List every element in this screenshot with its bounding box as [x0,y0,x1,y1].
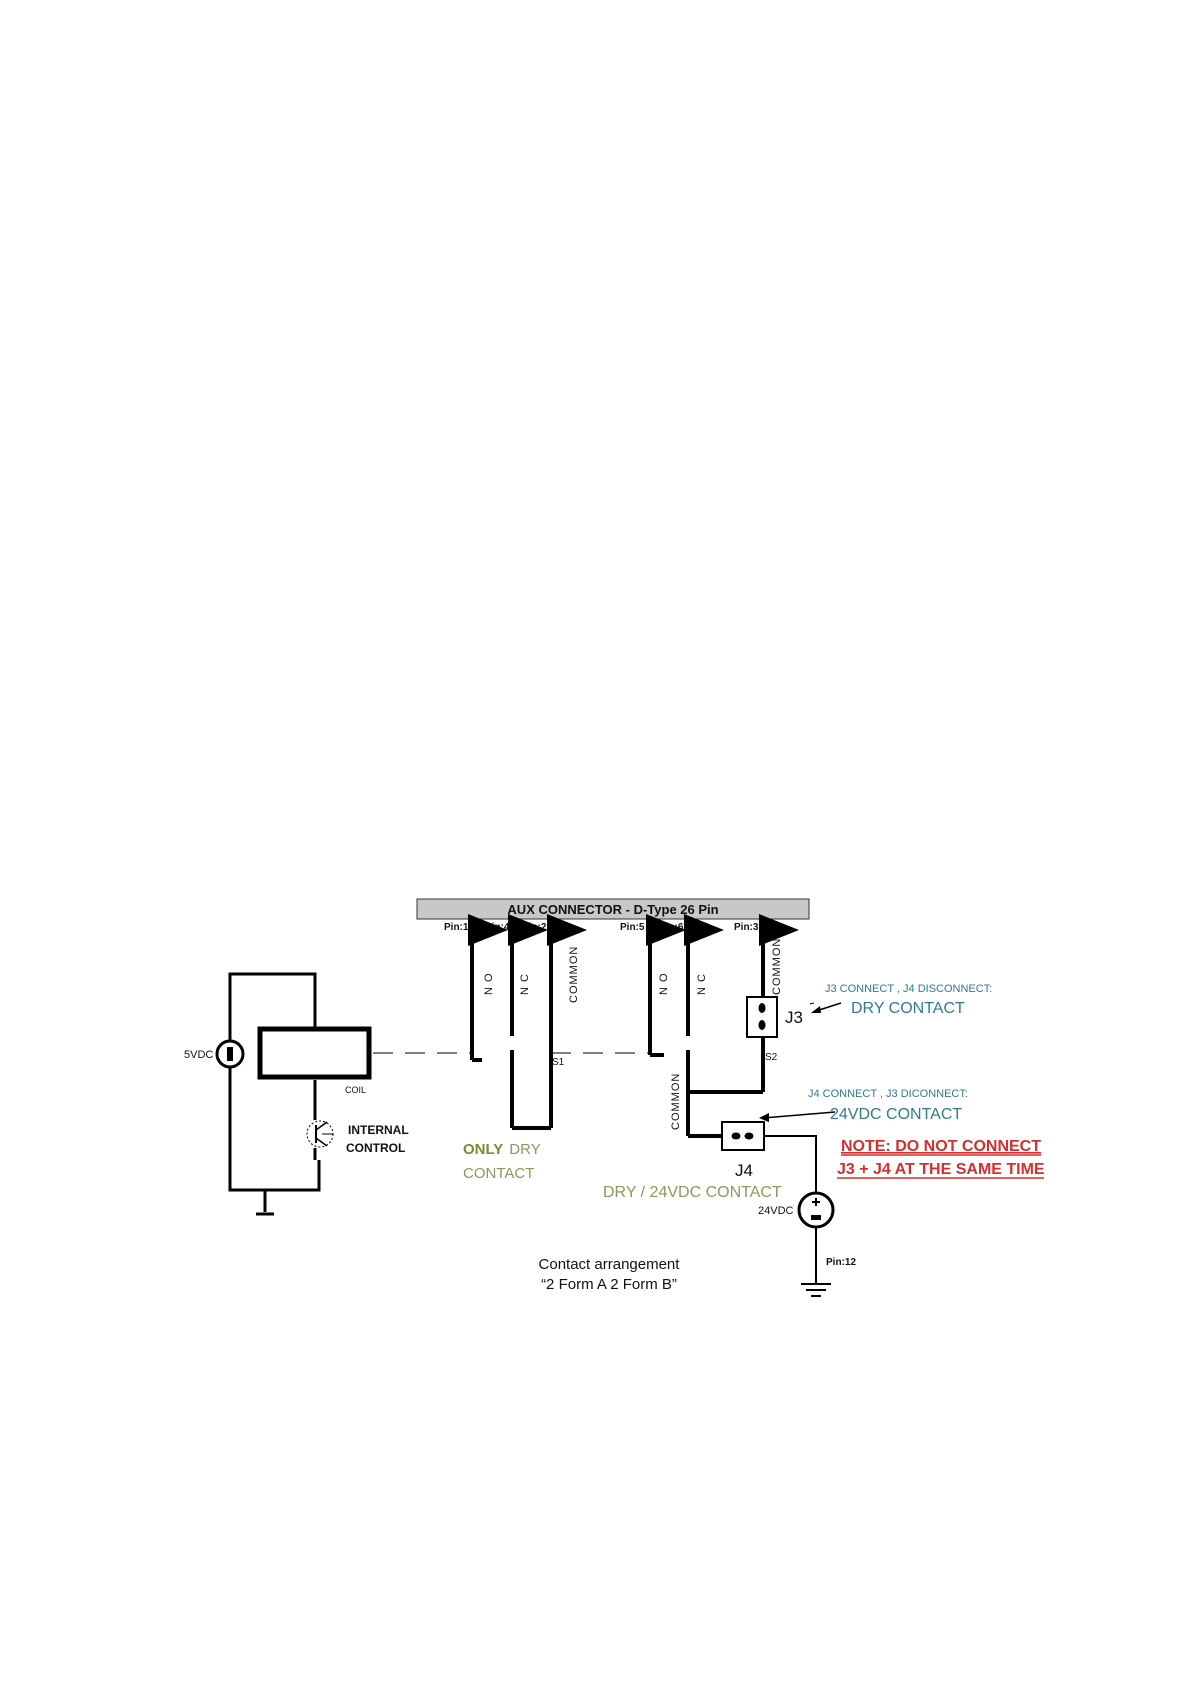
s2-label: S2 [765,1052,778,1063]
s1-label: S1 [552,1057,565,1068]
j4-output-wire [764,1135,817,1196]
dc-source-icon [215,1039,245,1069]
internal-control-line2: CONTROL [346,1141,405,1155]
caption-line2: “2 Form A 2 Form B” [541,1276,677,1293]
only-dry-contact-line2: CONTACT [463,1165,534,1182]
jumper-j3 [746,996,778,1038]
switch-s1 [468,914,587,1130]
j3-label: J3 [785,1008,803,1027]
switch-s2 [646,914,799,1138]
pin-label-3: Pin:3 [734,922,759,933]
aux-connector-header: AUX CONNECTOR - D-Type 26 Pin [416,898,810,920]
warning-line1: NOTE: DO NOT CONNECT [841,1138,1041,1155]
j3-pointer-head [811,1006,821,1013]
pin-label-6: Pin:6 [659,922,684,933]
pin-label-12: Pin:12 [826,1257,856,1268]
pin-label-2: Pin:2 [522,922,547,933]
j4-pointer-arrow [762,1111,836,1119]
relay-coil [257,1026,372,1080]
warning-line2: J3 + J4 AT THE SAME TIME [837,1161,1045,1178]
s2-common-lower-label: COMMON [670,1073,682,1130]
arrow-icon [809,1002,815,1005]
coil-label: COIL [345,1085,366,1095]
j4-pointer-head [759,1113,769,1122]
pin-label-4: Pin:4 [485,922,510,933]
j4-label: J4 [735,1161,753,1180]
jumper-j4 [721,1121,765,1151]
s1-no-label: N O [483,972,495,995]
ground-icon [801,1283,831,1297]
caption-line1: Contact arrangement [539,1256,681,1273]
dc-source-24v [797,1191,835,1283]
internal-control-line1: INTERNAL [348,1123,409,1137]
j3-note-large: DRY CONTACT [851,1000,965,1017]
j3-note-small: J3 CONNECT , J4 DISCONNECT: [825,983,992,995]
s2-no-label: N O [658,972,670,995]
pin-label-5: Pin:5 [620,922,645,933]
s1-common-label: COMMON [568,946,580,1003]
connector-title: AUX CONNECTOR - D-Type 26 Pin [507,902,718,917]
j4-note-large: 24VDC CONTACT [830,1106,962,1123]
supply-24vdc-label: 24VDC [758,1205,794,1217]
j4-subtitle: DRY / 24VDC CONTACT [603,1184,782,1201]
left-circuit [228,972,321,1212]
s1-nc-label: N C [519,973,531,995]
s2-common-label: COMMON [771,938,783,995]
supply-5vdc-label: 5VDC [184,1049,213,1061]
pin-label-1: Pin:1 [444,922,469,933]
j4-note-small: J4 CONNECT , J3 DICONNECT: [808,1088,968,1100]
s2-nc-label: N C [696,973,708,995]
transistor-icon [306,1120,334,1148]
